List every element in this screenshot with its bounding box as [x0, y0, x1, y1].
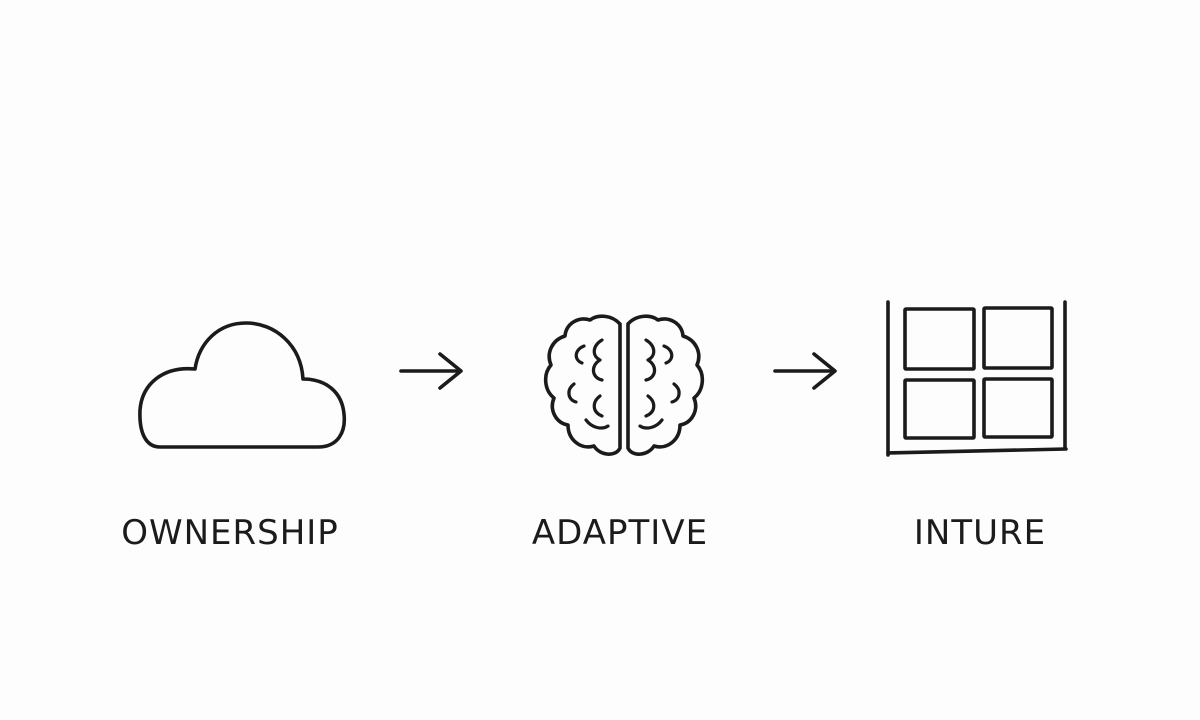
step-label-ownership: OWNERSHIP — [121, 513, 339, 553]
window-grid-icon — [886, 300, 1068, 457]
cloud-icon — [138, 321, 347, 449]
arrow-right-icon — [773, 352, 837, 390]
brain-icon — [543, 314, 705, 456]
step-label-inture: INTURE — [913, 513, 1047, 553]
step-label-adaptive: ADAPTIVE — [531, 513, 709, 553]
arrow-right-icon — [399, 352, 463, 390]
